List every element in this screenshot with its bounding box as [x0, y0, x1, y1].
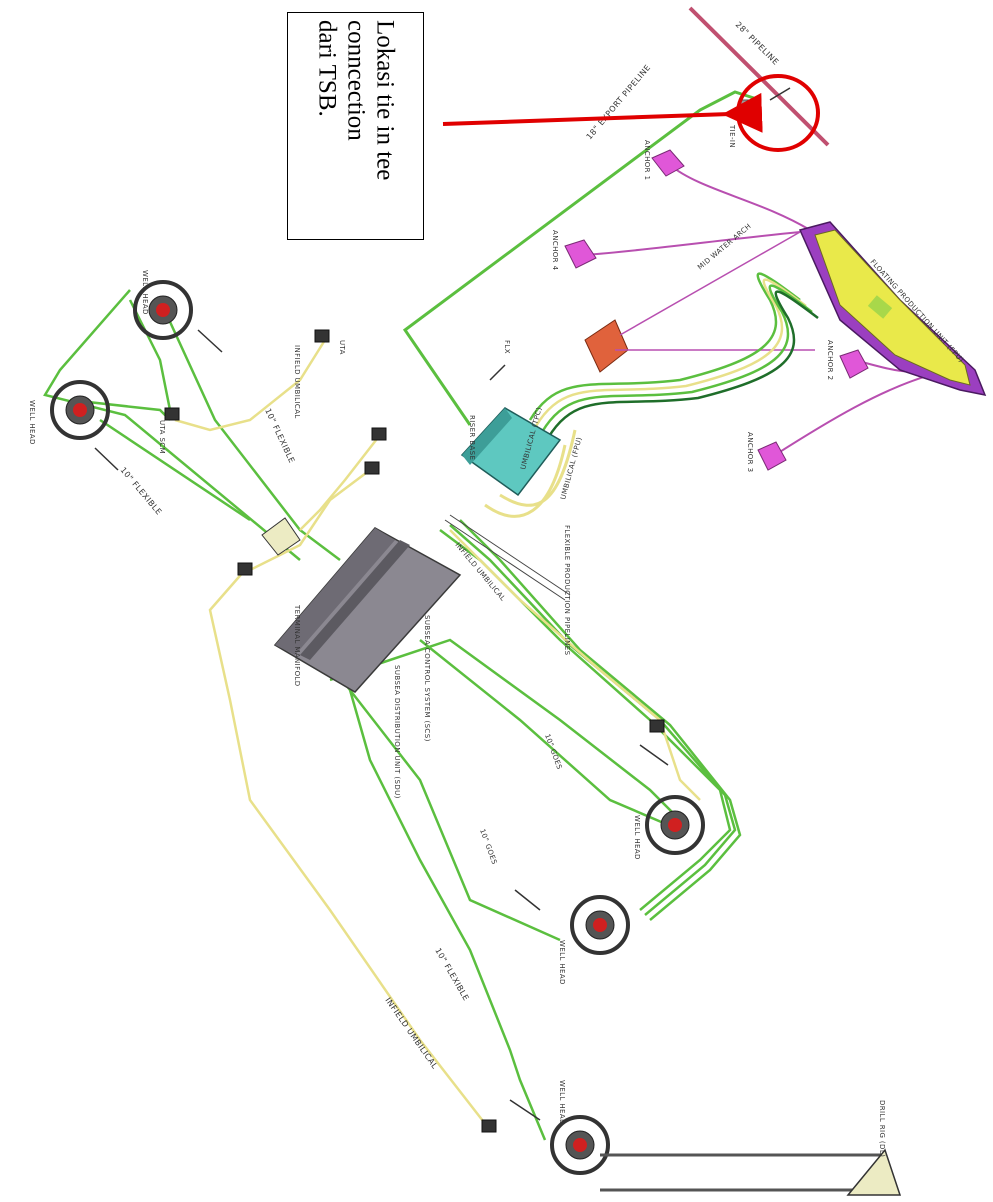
anchor-4: ANCHOR 4: [551, 230, 596, 271]
wellhead-1-label: WELL HEAD: [141, 270, 149, 315]
manifold-label: TERMINAL MANIFOLD: [293, 604, 301, 687]
wellhead-1: WELL HEAD: [135, 270, 191, 338]
infield-umbilical-label-a: INFIELD UMBILICAL: [383, 996, 439, 1071]
anchor-1-label: ANCHOR 1: [643, 140, 651, 180]
uta-box: [482, 1120, 496, 1132]
flexible-10-label-a: 10" FLEXIBLE: [118, 466, 163, 517]
riser-base-flx-label: FLX: [503, 340, 511, 354]
uta-label: UTA: [338, 340, 346, 355]
tie-in-callout-text: Lokasi tie in tee conncection dari TSB.: [312, 20, 399, 232]
subsea-control-label: SUBSEA CONTROL SYSTEM (SCS): [423, 615, 431, 742]
subsea-distribution-label: SUBSEA DISTRIBUTION UNIT (SDU): [393, 665, 401, 799]
drill-rig-label: DRILL RIG (DL): [878, 1100, 886, 1157]
wellhead-2: WELL HEAD: [28, 382, 108, 445]
terminal-manifold: TERMINAL MANIFOLD SUBSEA CONTROL SYSTEM …: [275, 528, 460, 742]
uta-box: [365, 462, 379, 474]
mid-water-arch: MID WATER ARCH: [585, 222, 815, 372]
flexible-10-label-c: 10" FLEXIBLE: [433, 947, 470, 1003]
flexible-production-label: FLEXIBLE PRODUCTION PIPELINES: [563, 525, 571, 656]
anchor-1: ANCHOR 1: [643, 140, 684, 180]
drill-rig: DRILL RIG (DL): [600, 1100, 900, 1195]
wellhead-2-label: WELL HEAD: [28, 400, 36, 445]
anchor-3: ANCHOR 3: [746, 432, 786, 472]
pipeline-28: 28" PIPELINE: [690, 8, 828, 145]
wellhead-4: WELL HEAD: [558, 897, 628, 985]
uta-box: [165, 408, 179, 420]
anchor-4-label: ANCHOR 4: [551, 230, 559, 271]
wellhead-4-label: WELL HEAD: [558, 940, 566, 985]
goes-10-label-a: 10" GOES: [543, 733, 563, 771]
uta-box: [238, 563, 252, 575]
uta-units: UTA UTA SCM: [158, 330, 664, 1132]
export-pipeline-label: 18" EXPORT PIPELINE: [585, 63, 653, 141]
riser-base: RISER BASE FLX: [462, 340, 560, 495]
anchor-2-label: ANCHOR 2: [826, 340, 834, 380]
wellhead-5-label: WELL HEAD: [558, 1080, 566, 1125]
wellhead-5: WELL HEAD: [552, 1080, 608, 1173]
tie-markers: [95, 330, 668, 1120]
wellhead-3-label: WELL HEAD: [633, 815, 641, 860]
infield-umbilical-label-c: INFIELD UMBILICAL: [293, 345, 301, 419]
goes-10-label-b: 10" GOES: [478, 828, 498, 866]
uta-box: [650, 720, 664, 732]
anchor-2: ANCHOR 2: [826, 340, 868, 380]
infield-umbilicals: INFIELD UMBILICAL INFIELD UMBILICAL INFI…: [175, 340, 700, 1130]
tie-in-callout-box: Lokasi tie in tee conncection dari TSB.: [287, 12, 424, 240]
uta-scm-label: UTA SCM: [158, 420, 166, 454]
uta-box: [315, 330, 329, 342]
uta-box: [372, 428, 386, 440]
tie-in-label: TIE-IN: [728, 124, 736, 148]
anchor-3-label: ANCHOR 3: [746, 432, 754, 472]
riser-bundle: [530, 274, 818, 438]
riser-base-label: RISER BASE: [468, 415, 476, 460]
flexible-10-label-b: 10" FLEXIBLE: [263, 407, 296, 465]
